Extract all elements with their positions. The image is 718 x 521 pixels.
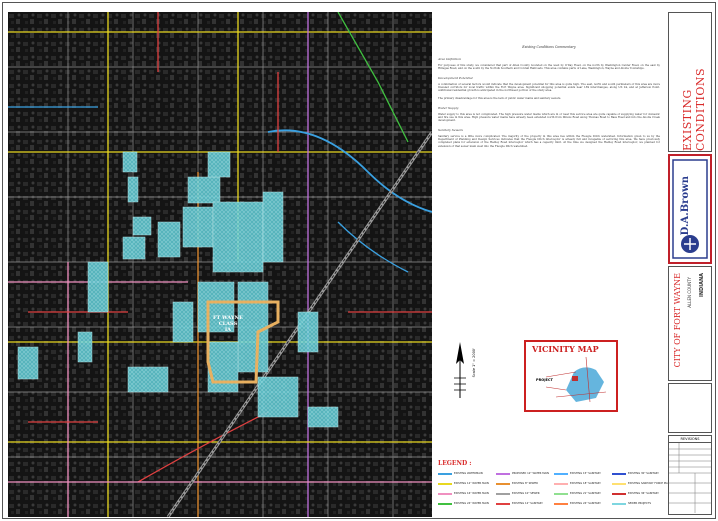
legend-item-label: EXISTING 24" SANITARY: [570, 502, 601, 505]
revisions-label: REVISIONS: [669, 436, 711, 443]
legend-item-label: EXISTING 18" SANITARY: [570, 482, 601, 485]
legend-item: EXISTING 15" SANITARY: [554, 472, 601, 475]
legend-item: EXISTING 24" SANITARY: [554, 502, 601, 505]
annexation-label: FT WAYNE CLASS IA: [213, 315, 243, 333]
legend-swatch: [496, 472, 510, 475]
development-heading: Development Potential: [438, 75, 473, 80]
map-drawing: [8, 12, 432, 517]
legend-item: EXISTING 18" SANITARY: [554, 482, 601, 485]
area-text: For purposes of this study, we considere…: [438, 64, 660, 71]
legend-swatch: [554, 482, 568, 485]
development-text: A combination of several factors would i…: [438, 82, 660, 93]
aerial-map: FT WAYNE CLASS IA: [8, 12, 432, 517]
legend-item: EXISTING 21" SANITARY: [554, 492, 601, 495]
legend-item-label: EXISTING 12" SANITARY: [512, 502, 543, 505]
legend-item: SEWER PROJECTS: [612, 502, 651, 505]
legend-item-label: EXISTING WATERMAIN: [454, 472, 483, 475]
existing-conditions-panel: EXISTING CONDITIONS: [668, 12, 712, 152]
legend-item-label: EXISTING 21" SANITARY: [570, 492, 601, 495]
legend-swatch: [496, 502, 510, 505]
north-arrow: Scale 1" = 2000': [446, 338, 486, 410]
vicinity-map-drawing: [545, 356, 607, 403]
city-title: CITY OF FORT WAYNE: [673, 273, 682, 368]
legend-item: EXISTING SANITARY FORCE MAIN: [612, 482, 671, 485]
county-label: ALLEN COUNTY: [687, 277, 692, 308]
legend-swatch: [612, 502, 626, 505]
sheet-side-title: EXISTING CONDITIONS: [681, 67, 707, 151]
revisions-table: [669, 443, 711, 513]
firm-logo-panel: D.A.Brown: [668, 154, 712, 264]
legend-swatch: [496, 492, 510, 495]
revisions-panel: REVISIONS: [668, 435, 712, 515]
legend-item-label: EXISTING SANITARY FORCE MAIN: [628, 482, 671, 485]
legend-item: EXISTING 30" SANITARY: [612, 472, 659, 475]
legend-swatch: [438, 492, 452, 495]
legend-item: EXISTING 36" SANITARY: [612, 492, 659, 495]
legend-swatch: [612, 492, 626, 495]
legend-swatch: [438, 482, 452, 485]
legend-swatch: [612, 482, 626, 485]
legend-item: PROPOSED 12" WATER MAIN: [496, 472, 549, 475]
legend: LEGEND : EXISTING WATERMAIN EXISTING 12" …: [438, 460, 671, 516]
legend-item: EXISTING 16" WATER MAIN: [438, 492, 489, 495]
legend-swatch: [438, 472, 452, 475]
annexation-label-line2: CLASS: [218, 321, 238, 327]
legend-item-label: EXISTING 12" WATER MAIN: [454, 482, 489, 485]
legend-item: EXISTING 12" WATER MAIN: [438, 482, 489, 485]
legend-swatch: [554, 502, 568, 505]
project-subtitle: ALLEN COUNTY: [687, 277, 692, 308]
scale-text: Scale 1" = 2000': [472, 348, 476, 378]
sewer-heading: Sanitary Sewers: [438, 127, 463, 132]
legend-swatch: [438, 502, 452, 505]
development-text-2: The primary disadvantage for this area i…: [438, 97, 562, 101]
vicinity-map: VICINITY MAP PROJECT: [524, 340, 618, 412]
legend-swatch: [496, 482, 510, 485]
commentary-title: Existing Conditions Commentary: [522, 45, 576, 49]
legend-swatch: [612, 472, 626, 475]
firm-logo-icon: [672, 159, 708, 259]
vicinity-project-label: PROJECT: [536, 378, 553, 382]
commentary-notes: Existing Conditions Commentary Area Defi…: [438, 45, 660, 365]
legend-item: EXISTING WATERMAIN: [438, 472, 483, 475]
annexation-label-line1: FT WAYNE: [213, 315, 243, 321]
firm-name: D.A.Brown: [680, 176, 691, 236]
blank-panel: [668, 383, 712, 433]
legend-swatch: [554, 492, 568, 495]
water-text: Water supply to this area is not complic…: [438, 112, 660, 123]
legend-item-label: EXISTING 24" WATER MAIN: [454, 502, 489, 505]
legend-item: EXISTING 8" SEWER: [496, 482, 538, 485]
legend-item-label: EXISTING 16" WATER MAIN: [454, 492, 489, 495]
legend-item-label: EXISTING 15" SANITARY: [570, 472, 601, 475]
legend-title: LEGEND :: [438, 460, 472, 467]
area-heading: Area Definition: [438, 57, 462, 61]
legend-item-label: EXISTING 8" SEWER: [512, 482, 538, 485]
water-heading: Water Supply: [438, 105, 459, 110]
legend-item-label: EXISTING 30" SANITARY: [628, 472, 659, 475]
legend-item: EXISTING 12" SANITARY: [496, 502, 543, 505]
legend-item: EXISTING 24" WATER MAIN: [438, 502, 489, 505]
legend-item-label: PROPOSED 12" WATER MAIN: [512, 472, 550, 475]
legend-item-label: EXISTING 10" SEWER: [512, 492, 540, 495]
legend-item: EXISTING 10" SEWER: [496, 492, 540, 495]
legend-swatch: [554, 472, 568, 475]
state-label: INDIANA: [699, 273, 705, 297]
legend-item-label: EXISTING 36" SANITARY: [628, 492, 659, 495]
vicinity-map-title: VICINITY MAP: [532, 344, 599, 354]
project-title-panel: CITY OF FORT WAYNE ALLEN COUNTY INDIANA: [668, 266, 712, 381]
sewer-text: Sanitary service is a little more compli…: [438, 134, 660, 148]
legend-item-label: SEWER PROJECTS: [628, 502, 651, 505]
north-arrow-icon: [454, 342, 466, 398]
annexation-label-line3: IA: [224, 327, 232, 333]
